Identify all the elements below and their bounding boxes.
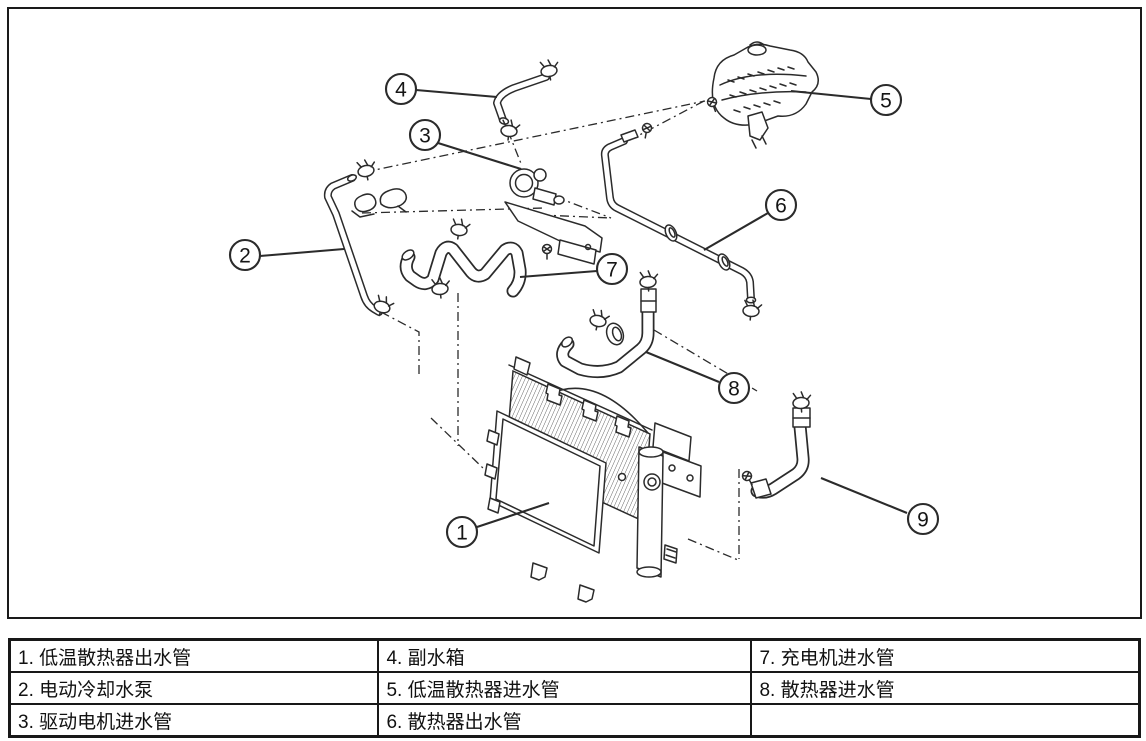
legend-cell-8: 8. 散热器进水管 xyxy=(750,671,1141,705)
callout-2: 2 xyxy=(228,238,345,272)
callout-4: 4 xyxy=(384,72,498,106)
callout-3: 3 xyxy=(408,118,522,171)
callout-1-number: 1 xyxy=(456,522,468,545)
legend-cell-6: 6. 散热器出水管 xyxy=(377,703,753,738)
legend-row-2: 2. 电动冷却水泵 5. 低温散热器进水管 8. 散热器进水管 xyxy=(8,671,1141,705)
callout-8-number: 8 xyxy=(728,378,740,401)
legend-cell-3: 3. 驱动电机进水管 xyxy=(8,703,380,738)
callout-9: 9 xyxy=(820,477,940,536)
expansion-tank xyxy=(640,41,819,149)
electric-coolant-pump xyxy=(504,168,603,265)
callout-6-number: 6 xyxy=(775,195,787,218)
callout-7-number: 7 xyxy=(606,259,618,282)
callout-5: 5 xyxy=(790,83,903,117)
legend-cell-4: 4. 副水箱 xyxy=(377,638,753,673)
radiator-assembly xyxy=(484,356,702,603)
legend-table: 1. 低温散热器出水管 4. 副水箱 7. 充电机进水管 2. 电动冷却水泵 5… xyxy=(8,638,1141,738)
legend-cell-5: 5. 低温散热器进水管 xyxy=(377,671,753,705)
legend-cell-7: 7. 充电机进水管 xyxy=(750,638,1141,673)
legend-row-1: 1. 低温散热器出水管 4. 副水箱 7. 充电机进水管 xyxy=(8,638,1141,673)
auxiliary-tank-hose xyxy=(493,57,562,142)
callout-8: 8 xyxy=(645,351,751,405)
radiator-inlet-hose xyxy=(556,269,660,379)
callout-5-number: 5 xyxy=(880,90,892,113)
charger-inlet-hose xyxy=(399,217,527,300)
legend-cell-2: 2. 电动冷却水泵 xyxy=(8,671,380,705)
figure-frame xyxy=(7,7,1142,619)
callout-4-number: 4 xyxy=(395,79,407,102)
elbow-hose xyxy=(740,390,813,499)
callout-7: 7 xyxy=(519,252,629,286)
legend-cell-empty xyxy=(750,703,1141,738)
callout-1: 1 xyxy=(445,502,550,549)
low-temp-radiator-outlet-pipe xyxy=(323,157,396,320)
legend-row-3: 3. 驱动电机进水管 6. 散热器出水管 xyxy=(8,703,1141,738)
radiator-outlet-pipe xyxy=(600,129,763,322)
callout-6: 6 xyxy=(703,188,798,251)
callout-3-number: 3 xyxy=(419,125,431,148)
pump-bracket-clip xyxy=(351,188,408,218)
callout-9-number: 9 xyxy=(917,509,929,532)
callout-2-number: 2 xyxy=(239,245,251,268)
legend-cell-1: 1. 低温散热器出水管 xyxy=(8,638,380,673)
